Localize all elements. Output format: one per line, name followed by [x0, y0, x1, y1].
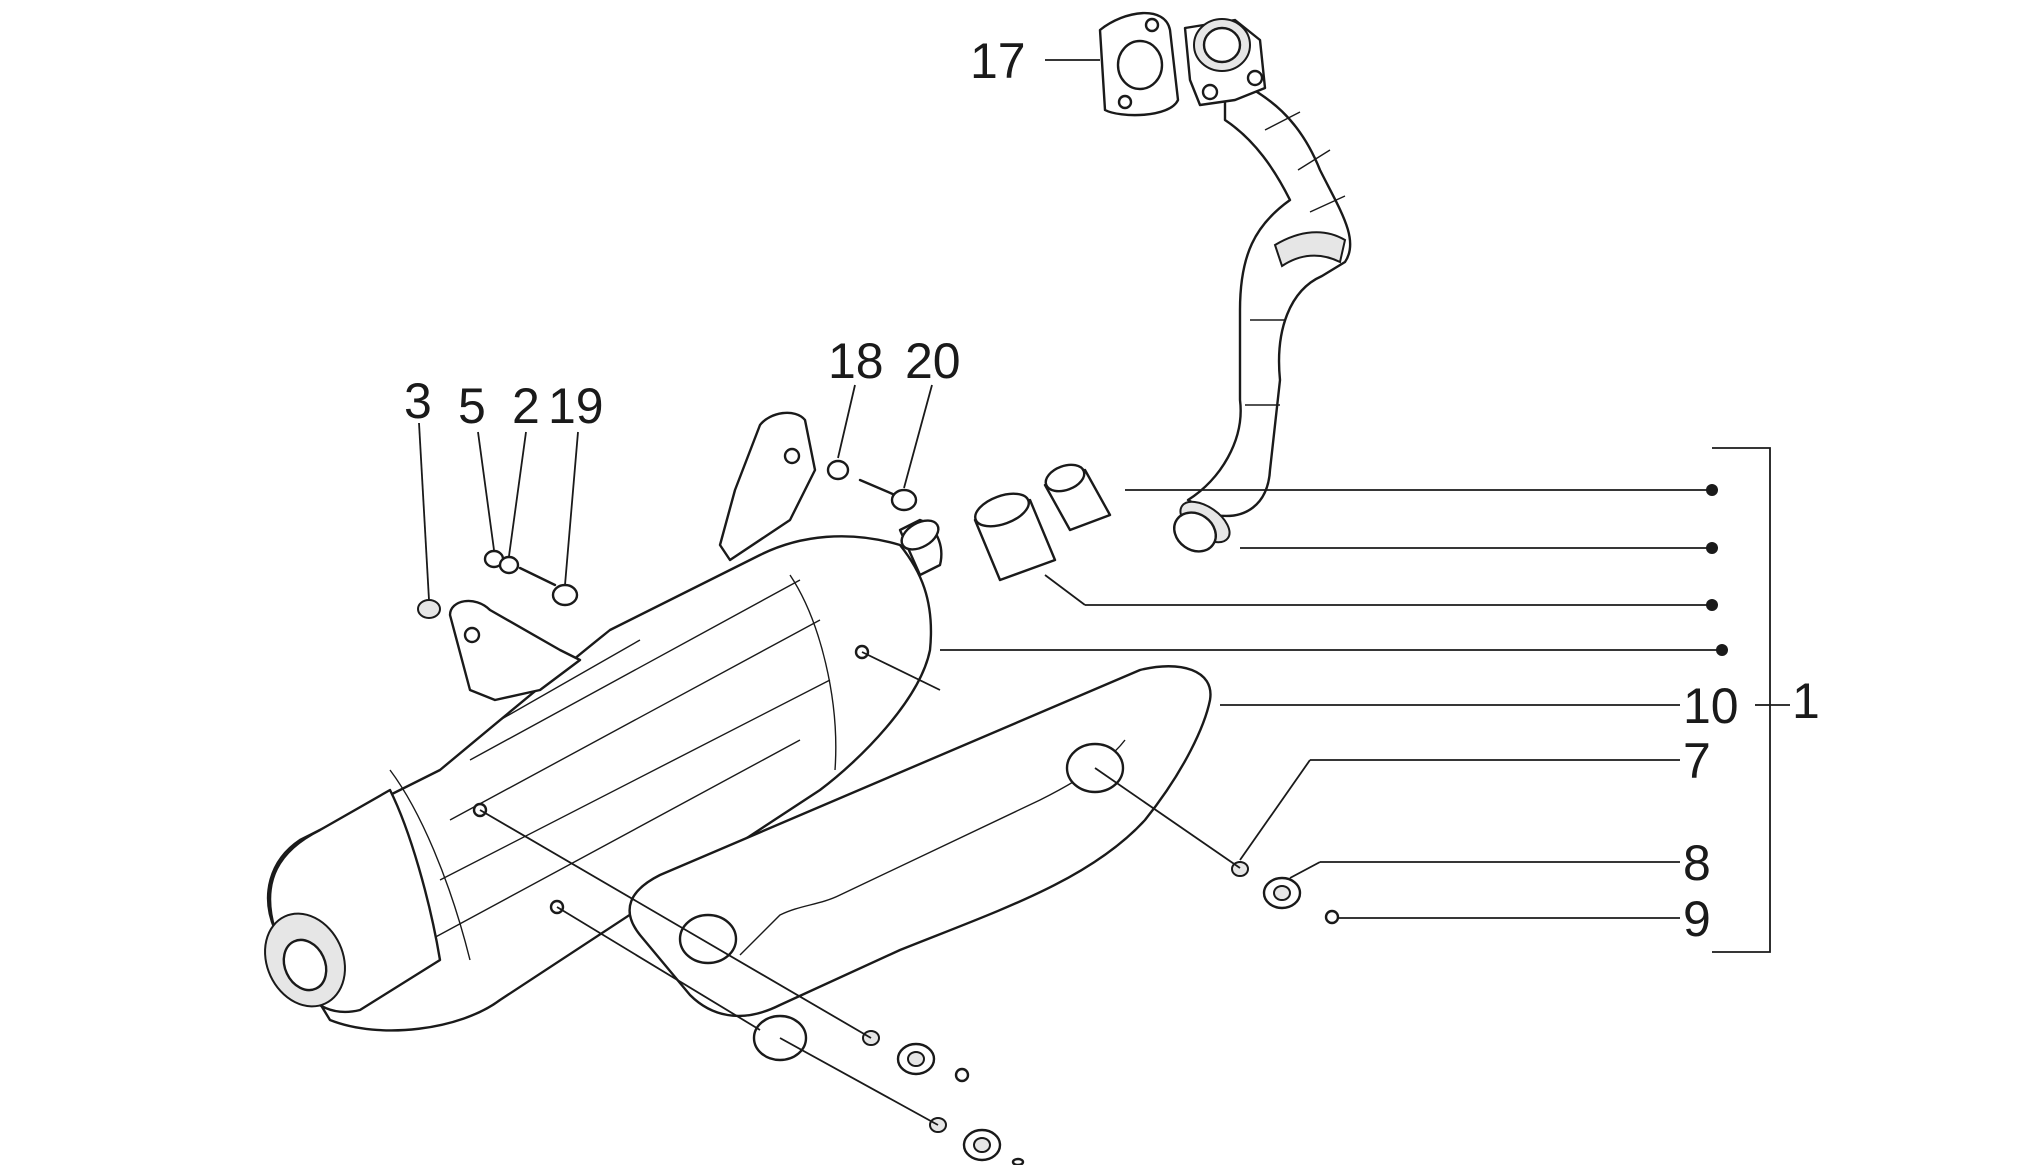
hardware — [417, 459, 1340, 1165]
callout-3: 3 — [404, 373, 432, 429]
exhaust-pipe — [1173, 18, 1352, 553]
callout-10: 10 — [1683, 678, 1739, 734]
sleeve-small — [1043, 463, 1112, 532]
callout-17: 17 — [970, 33, 1026, 89]
leader-lines — [418, 59, 1790, 1126]
callout-1: 1 — [1792, 673, 1820, 729]
callout-18: 18 — [828, 333, 884, 389]
callout-19: 19 — [548, 378, 604, 434]
callout-2: 2 — [512, 378, 540, 434]
bracket-top — [718, 411, 817, 562]
callout-8: 8 — [1683, 835, 1711, 891]
bracket-left — [448, 599, 582, 702]
callout-labels: 17 18 20 3 5 2 19 10 1 7 8 9 — [404, 33, 1820, 947]
gasket-17 — [1098, 11, 1180, 117]
callout-20: 20 — [905, 333, 961, 389]
callout-5: 5 — [458, 378, 486, 434]
sleeve-large — [973, 492, 1057, 582]
callout-7: 7 — [1683, 733, 1711, 789]
callout-9: 9 — [1683, 891, 1711, 947]
muffler-body — [264, 518, 943, 1032]
